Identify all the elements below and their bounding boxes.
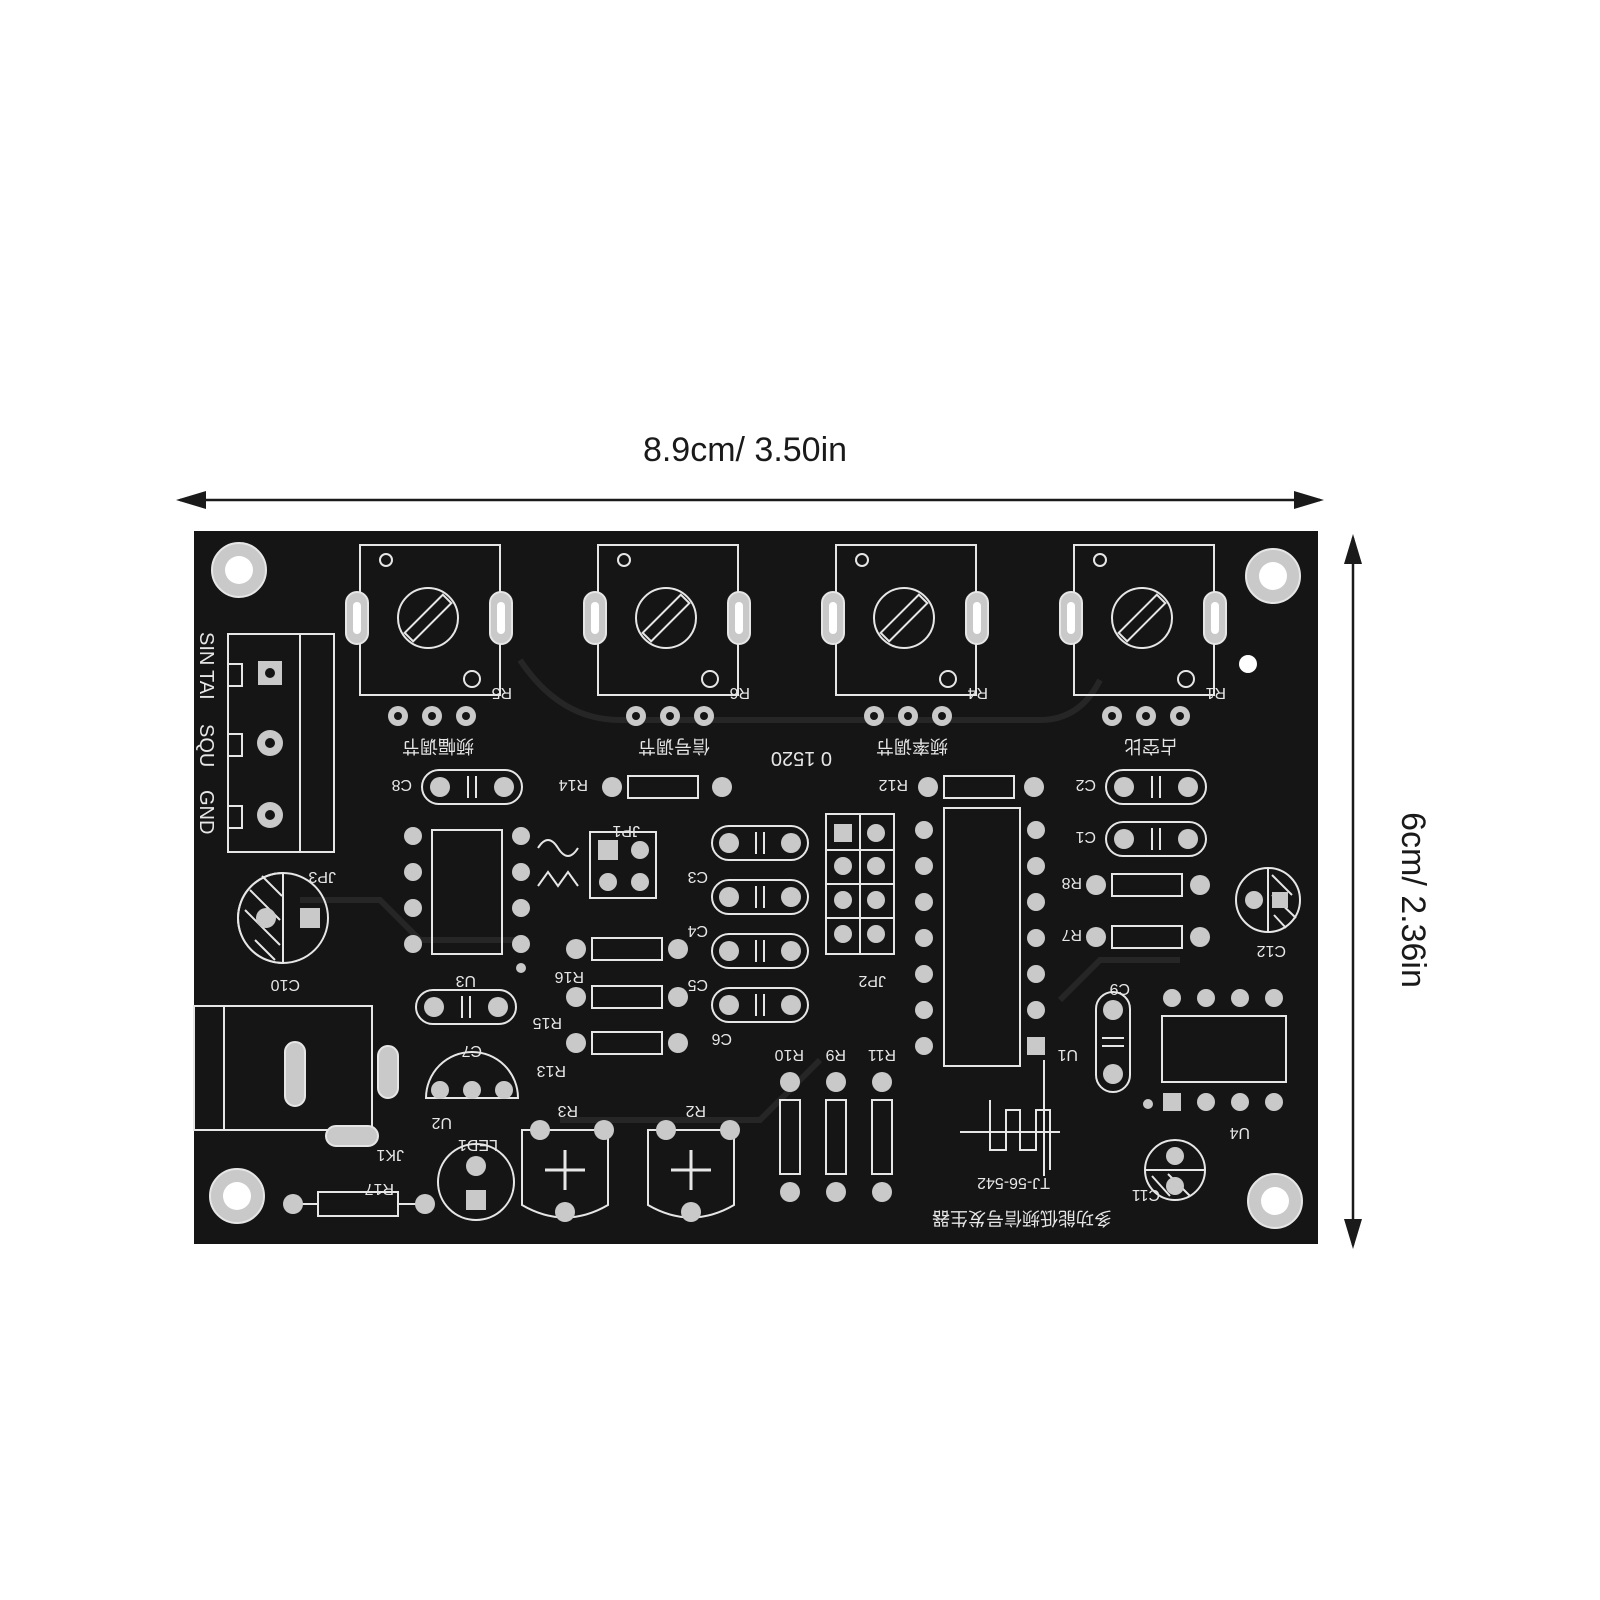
label-c1: C1 xyxy=(1075,828,1096,845)
capacitor-c12 xyxy=(1235,867,1301,933)
label-r11: R11 xyxy=(868,1046,896,1063)
trimmer-r2 xyxy=(647,1120,740,1222)
label-r4: R4 xyxy=(967,684,988,701)
resistor-r14 xyxy=(602,775,732,799)
resistor-r8 xyxy=(1086,873,1210,897)
caption-pot4: 占空比 xyxy=(1124,736,1178,756)
capacitor-c8 xyxy=(421,769,523,805)
label-u2: U2 xyxy=(431,1114,452,1131)
label-c6: C6 xyxy=(711,1030,732,1047)
model-number: TJ-56-542 xyxy=(977,1174,1050,1191)
capacitor-c1 xyxy=(1105,821,1207,857)
label-c10: C10 xyxy=(271,976,300,993)
resistor-r9 xyxy=(825,1072,847,1202)
capacitor-c2 xyxy=(1105,769,1207,805)
label-r8: R8 xyxy=(1061,874,1082,891)
label-c2: C2 xyxy=(1075,776,1096,793)
label-c7: C7 xyxy=(461,1042,482,1059)
label-r17: R17 xyxy=(365,1180,394,1197)
label-r3: R3 xyxy=(557,1102,578,1119)
label-r9: R9 xyxy=(825,1046,846,1063)
label-r5: R5 xyxy=(491,684,512,701)
width-label: 8.9cm/ 3.50in xyxy=(643,431,847,469)
caption-pot2: 信号调节 xyxy=(638,736,710,756)
resistor-r12 xyxy=(918,775,1044,799)
label-c9: C9 xyxy=(1109,980,1130,997)
label-r15: R15 xyxy=(533,1014,562,1031)
label-c4: C4 xyxy=(687,922,708,939)
header-jp3 xyxy=(227,633,335,853)
led-led1 xyxy=(437,1143,515,1221)
capacitor-c11 xyxy=(1144,1139,1206,1201)
ic-u1 xyxy=(915,807,1045,1067)
label-u1: U1 xyxy=(1057,1046,1078,1063)
capacitor-c5 xyxy=(711,933,809,969)
capacitor-c9 xyxy=(1095,991,1131,1093)
label-jp3: JP3 xyxy=(308,868,336,885)
ic-u2 xyxy=(424,1051,520,1099)
logo-mark xyxy=(960,1060,1060,1176)
resistor-r7 xyxy=(1086,925,1210,949)
header-label-tai: TAI xyxy=(195,670,217,700)
label-c8: C8 xyxy=(391,776,412,793)
label-c11: C11 xyxy=(1132,1186,1160,1203)
jumper-jp1 xyxy=(537,831,657,899)
capacitor-c4 xyxy=(711,879,809,915)
trimmer-r3 xyxy=(521,1120,614,1222)
capacitor-c10 xyxy=(237,871,329,965)
pcb-board: R5 R6 R4 R1 频幅调节 信号调节 频率调节 占空比 SIN TAI S… xyxy=(193,531,1318,1244)
label-r14: R14 xyxy=(559,776,588,793)
label-r12: R12 xyxy=(879,776,908,793)
height-dimension: 6cm/ 2.36in xyxy=(1344,534,1432,1249)
label-r6: R6 xyxy=(729,684,750,701)
caption-pot1: 频幅调节 xyxy=(402,736,474,756)
label-c12: C12 xyxy=(1257,942,1286,959)
label-c5: C5 xyxy=(687,976,708,993)
label-led1: LED1 xyxy=(458,1136,498,1153)
jumper-jp2 xyxy=(825,813,895,955)
label-r10: R10 xyxy=(775,1046,804,1063)
label-r1: R1 xyxy=(1205,684,1226,701)
resistor-r15 xyxy=(566,985,688,1009)
label-jk1: JK1 xyxy=(376,1146,404,1163)
label-u4: U4 xyxy=(1229,1124,1250,1141)
ic-u3 xyxy=(404,827,530,973)
header-label-sin: SIN xyxy=(195,632,217,665)
resistor-r13 xyxy=(566,1031,688,1055)
label-jp2: JP2 xyxy=(858,972,886,989)
label-r2: R2 xyxy=(685,1102,706,1119)
resistor-r16 xyxy=(566,937,688,961)
height-label: 6cm/ 2.36in xyxy=(1394,812,1432,988)
label-c3: C3 xyxy=(687,868,708,885)
label-jp1: JP1 xyxy=(612,822,640,839)
label-r13: R13 xyxy=(537,1062,566,1079)
board-title: 多功能低频信号发生器 xyxy=(932,1208,1112,1228)
resistor-r17 xyxy=(283,1191,435,1217)
capacitor-c6 xyxy=(711,987,809,1023)
header-label-squ: SQU xyxy=(195,724,217,767)
capacitor-c3 xyxy=(711,825,809,861)
width-dimension: 8.9cm/ 3.50in xyxy=(176,431,1324,509)
caption-pot3: 频率调节 xyxy=(876,736,948,756)
resistor-r10 xyxy=(779,1072,801,1202)
label-r7: R7 xyxy=(1061,926,1082,943)
ic-u4 xyxy=(1143,989,1287,1111)
label-r16: R16 xyxy=(555,968,584,985)
dc-jack-jk1 xyxy=(193,1005,373,1131)
capacitor-c7 xyxy=(415,989,517,1025)
date-code: 0 1520 xyxy=(771,747,832,769)
resistor-r11 xyxy=(871,1072,893,1202)
header-label-gnd: GND xyxy=(195,790,217,834)
label-u3: U3 xyxy=(455,972,476,989)
